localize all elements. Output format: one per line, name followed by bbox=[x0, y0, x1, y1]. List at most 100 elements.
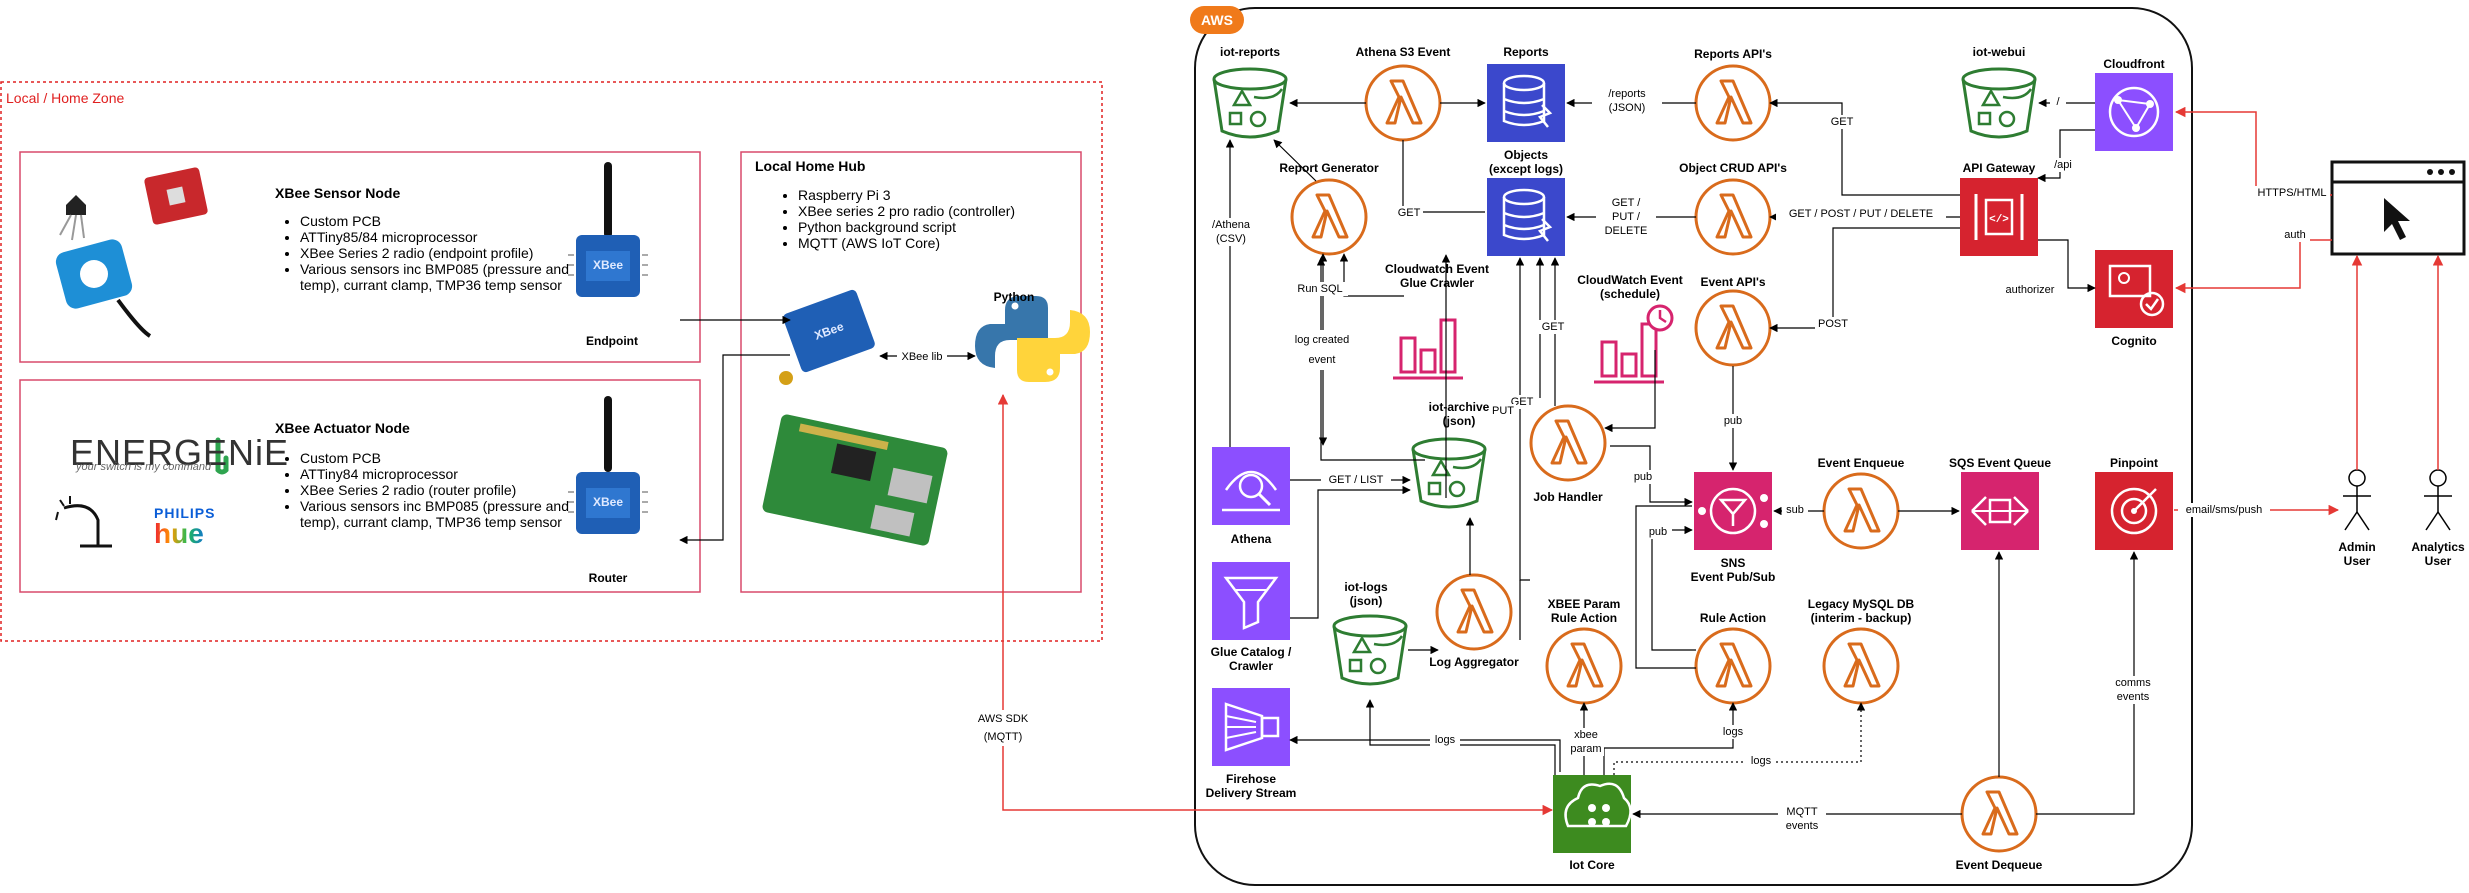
endpoint-label: Endpoint bbox=[586, 334, 638, 348]
log-aggregator-label: Log Aggregator bbox=[1429, 655, 1519, 669]
api-gateway-label: API Gateway bbox=[1962, 161, 2036, 175]
glue-label: Glue Catalog / Crawler bbox=[1210, 645, 1292, 673]
edge-get-athena-event: GET bbox=[1395, 206, 1423, 220]
sensor-node-bullets: Custom PCB ATTiny85/84 microprocessor XB… bbox=[280, 213, 590, 293]
edge-authorizer: authorizer bbox=[2000, 283, 2060, 297]
xbee-lib-label: XBee lib bbox=[897, 350, 947, 364]
iot-core-icon bbox=[1553, 775, 1632, 853]
pinpoint-icon bbox=[2095, 472, 2173, 550]
cognito-icon bbox=[2095, 250, 2173, 328]
iot-logs-label: iot-logs (json) bbox=[1344, 580, 1388, 608]
edge-athena-csv: /Athena (CSV) bbox=[1206, 218, 1256, 246]
sensor-bullet: XBee Series 2 radio (endpoint profile) bbox=[300, 245, 590, 261]
job-handler-lambda-icon bbox=[1529, 404, 1607, 482]
cloudfront-label: Cloudfront bbox=[2103, 57, 2165, 71]
browser-to-cognito-arrow bbox=[2174, 239, 2332, 294]
athena-s3-event-label: Athena S3 Event bbox=[1355, 45, 1451, 59]
event-enqueue-lambda-icon bbox=[1822, 472, 1900, 550]
firehose-icon bbox=[1212, 688, 1290, 766]
report-generator-lambda-icon bbox=[1290, 178, 1368, 256]
edge-comms-events: comms events bbox=[2106, 676, 2160, 704]
hub-bullet: Raspberry Pi 3 bbox=[798, 187, 1088, 203]
edge-logs-mysql: logs bbox=[1746, 754, 1776, 768]
pressure-sensor-image bbox=[144, 167, 208, 225]
edge-mqtt-events: MQTT events bbox=[1778, 805, 1826, 833]
svg-text:</>: </> bbox=[1989, 214, 2009, 226]
edge-get-post-put-delete: GET / POST / PUT / DELETE bbox=[1776, 207, 1946, 221]
analytics-user-label: Analytics User bbox=[2411, 540, 2465, 568]
event-dequeue-label: Event Dequeue bbox=[1955, 858, 2043, 872]
objects-label: Objects (except logs) bbox=[1488, 148, 1563, 176]
hue-logo: hue bbox=[154, 518, 204, 549]
edge-api: /api bbox=[2048, 158, 2078, 172]
aws-badge: AWS bbox=[1190, 6, 1244, 34]
athena-s3-event-lambda-icon bbox=[1364, 64, 1442, 142]
hub-to-router-arrow bbox=[679, 354, 790, 545]
reports-apis-lambda-icon bbox=[1694, 64, 1772, 142]
edge-https-html: HTTPS/HTML bbox=[2254, 186, 2330, 200]
edge-pub-rule: pub bbox=[1644, 525, 1672, 539]
python-logo-icon bbox=[975, 296, 1090, 382]
event-apis-lambda-icon bbox=[1694, 289, 1772, 367]
cw-schedule-label: CloudWatch Event (schedule) bbox=[1577, 273, 1683, 301]
reports-label: Reports bbox=[1503, 45, 1549, 59]
hub-bullet: Python background script bbox=[798, 219, 1088, 235]
iot-reports-label: iot-reports bbox=[1220, 45, 1280, 59]
aws-sdk-mqtt-link bbox=[997, 393, 1554, 816]
edge-slash: / bbox=[2050, 95, 2066, 109]
analytics-user-icon bbox=[2423, 469, 2453, 531]
actuator-bullet: XBee Series 2 radio (router profile) bbox=[300, 482, 590, 498]
edge-sub: sub bbox=[1782, 503, 1808, 517]
cloudfront-icon bbox=[2095, 73, 2173, 151]
sqs-icon bbox=[1961, 472, 2039, 550]
xbee-param-rule-label: XBEE Param Rule Action bbox=[1547, 597, 1621, 625]
event-apis-label: Event API's bbox=[1700, 275, 1766, 289]
edge-post: POST bbox=[1815, 317, 1851, 331]
philips-logo: PHILIPS bbox=[154, 505, 216, 521]
cw-glue-crawler-icon bbox=[1391, 318, 1465, 380]
home-zone-title: Local / Home Zone bbox=[6, 90, 125, 106]
edge-logs-firehose: logs bbox=[1430, 733, 1460, 747]
event-enqueue-label: Event Enqueue bbox=[1817, 456, 1905, 470]
energenie-tagline: your switch is my command bbox=[76, 461, 212, 473]
glue-icon bbox=[1212, 562, 1290, 640]
rule-action-label: Rule Action bbox=[1699, 611, 1767, 625]
edge-get-list: GET / LIST bbox=[1321, 473, 1391, 487]
reports-apis-label: Reports API's bbox=[1694, 47, 1772, 61]
job-handler-label: Job Handler bbox=[1533, 490, 1603, 504]
edge-get-put-delete: GET / PUT / DELETE bbox=[1596, 196, 1656, 238]
xbee-param-rule-lambda-icon bbox=[1545, 627, 1623, 705]
rule-action-lambda-icon bbox=[1694, 627, 1772, 705]
log-aggregator-lambda-icon bbox=[1435, 573, 1513, 651]
python-label: Python bbox=[993, 290, 1035, 304]
edge-email-sms-push: email/sms/push bbox=[2178, 503, 2270, 517]
cognito-label: Cognito bbox=[2111, 334, 2157, 348]
actuator-node-title: XBee Actuator Node bbox=[275, 420, 410, 436]
cw-glue-crawler-label: Cloudwatch Event Glue Crawler bbox=[1384, 262, 1489, 290]
actuator-bullet: ATTiny84 microprocessor bbox=[300, 466, 590, 482]
home-zone-border bbox=[0, 81, 1103, 642]
iot-core-label: Iot Core bbox=[1569, 858, 1615, 872]
hub-title: Local Home Hub bbox=[755, 158, 866, 174]
edge-get-job: GET bbox=[1539, 320, 1567, 334]
cw-schedule-icon bbox=[1592, 304, 1674, 384]
router-xbee-image bbox=[567, 396, 649, 535]
iot-webui-label: iot-webui bbox=[1972, 45, 2026, 59]
object-crud-lambda-icon bbox=[1694, 178, 1772, 256]
hub-bullet: MQTT (AWS IoT Core) bbox=[798, 235, 1088, 251]
current-clamp-image bbox=[55, 239, 152, 338]
actuator-node-bullets: Custom PCB ATTiny84 microprocessor XBee … bbox=[280, 450, 590, 530]
sqs-label: SQS Event Queue bbox=[1948, 456, 2052, 470]
actuator-bullet: Various sensors inc BMP085 (pressure and… bbox=[300, 498, 590, 530]
router-label: Router bbox=[588, 571, 628, 585]
sensor-node-title: XBee Sensor Node bbox=[275, 185, 401, 201]
edge-run-sql: Run SQL bbox=[1292, 282, 1348, 296]
endpoint-xbee-image bbox=[567, 162, 649, 298]
event-dequeue-lambda-icon bbox=[1960, 775, 2038, 853]
iot-archive-bucket-icon bbox=[1411, 437, 1487, 509]
edge-reports-json: /reports (JSON) bbox=[1592, 87, 1662, 115]
iot-reports-bucket-icon bbox=[1212, 67, 1288, 139]
actuator-bullet: Custom PCB bbox=[300, 450, 590, 466]
pinpoint-label: Pinpoint bbox=[2110, 456, 2158, 470]
